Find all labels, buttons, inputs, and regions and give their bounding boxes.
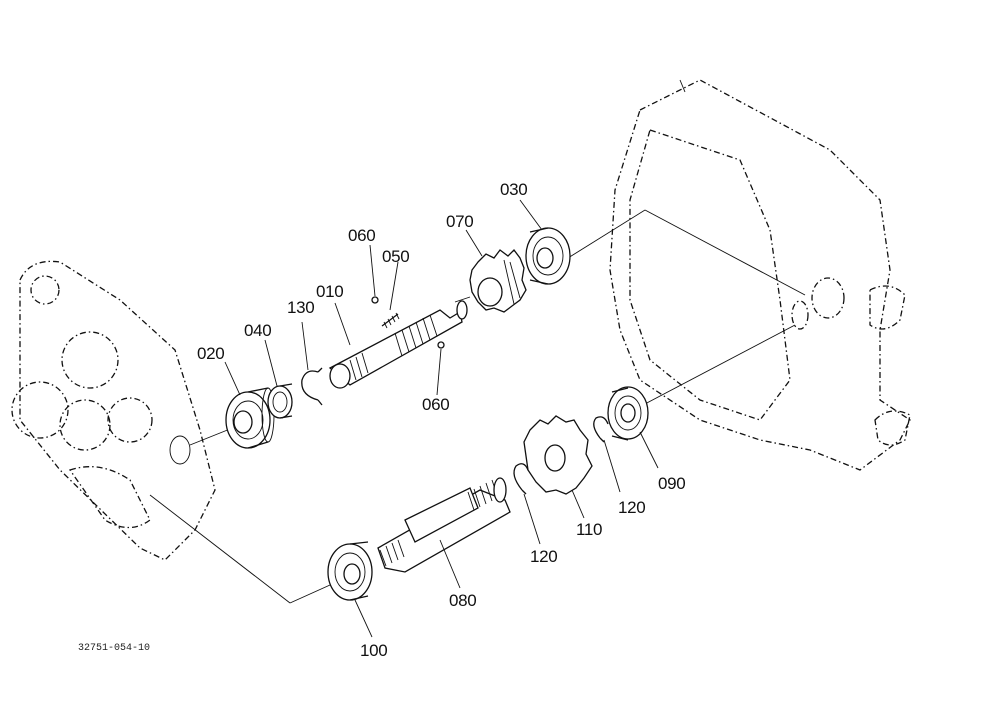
callout-020: 020 [197, 344, 225, 363]
circlip-130 [301, 367, 323, 406]
drawing-code: 32751-054-10 [78, 643, 151, 654]
callout-120-upper: 120 [618, 498, 646, 517]
callout-130: 130 [287, 298, 315, 317]
callout-090: 090 [658, 474, 686, 493]
callout-060-upper: 060 [348, 226, 376, 245]
callout-060-lower: 060 [422, 395, 450, 414]
bearing-100 [327, 541, 373, 601]
bearing-020 [225, 387, 275, 449]
ball-060-upper [371, 296, 379, 304]
circlip-120-upper [593, 416, 609, 443]
collar-040 [267, 383, 293, 419]
ball-060-lower [437, 341, 445, 349]
spring-pin-050 [381, 312, 400, 329]
bearing-030 [525, 227, 571, 285]
callout-110: 110 [576, 520, 603, 539]
bearing-090 [607, 386, 649, 441]
shaft-010 [328, 300, 468, 389]
shaft-080 [377, 477, 511, 573]
callout-080: 080 [449, 591, 477, 610]
callout-030: 030 [500, 180, 528, 199]
callout-040: 040 [244, 321, 272, 340]
gear-110 [523, 415, 593, 495]
gear-070 [469, 249, 527, 313]
callout-100: 100 [360, 641, 388, 660]
callout-050: 050 [382, 247, 410, 266]
callout-120-lower: 120 [530, 547, 558, 566]
right-gearbox-housing [609, 79, 911, 471]
circlip-120-lower [513, 463, 529, 495]
leader-lines [224, 199, 659, 638]
callout-070: 070 [446, 212, 474, 231]
assembly-axis-lines [149, 209, 806, 604]
left-housing-cover [11, 260, 216, 561]
callout-010: 010 [316, 282, 344, 301]
